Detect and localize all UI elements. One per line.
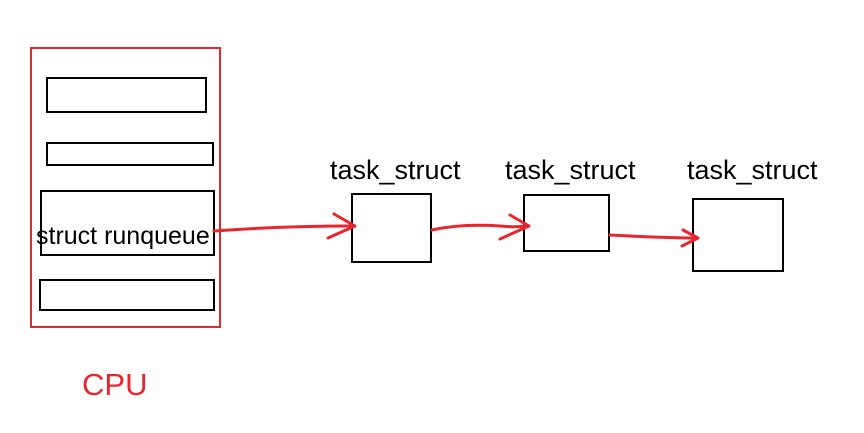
arrow-head-2 [498,213,531,241]
task-node-3-label: task_struct [687,155,818,185]
cpu-slot-1 [46,77,207,113]
runqueue-label: struct runqueue [36,222,210,250]
cpu-frame [30,47,221,328]
task-node-2-label: task_struct [505,155,636,185]
arrow-head-1 [326,212,357,240]
arrow-runqueue-to-task1 [212,224,355,233]
arrow-task1-to-task2 [430,223,530,232]
arrow-task2-to-task3 [608,233,699,240]
arrow-head-3 [680,228,700,248]
task-node-1-label: task_struct [330,155,461,185]
runqueue-box [40,190,215,256]
cpu-slot-2 [46,142,214,166]
cpu-label: CPU [82,367,148,402]
cpu-slot-4 [39,279,215,311]
task-node-2-box [523,194,610,252]
task-node-1-box [351,193,432,263]
